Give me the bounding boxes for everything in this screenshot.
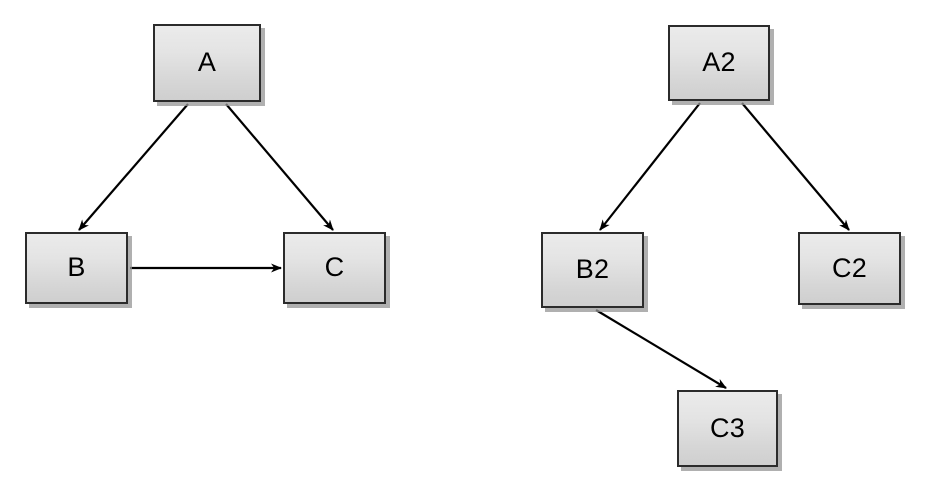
node-label-b: B	[67, 252, 86, 282]
node-label-b2: B2	[575, 254, 610, 284]
node-c3[interactable]: C3	[677, 390, 778, 467]
node-label-c3: C3	[710, 412, 745, 443]
node-c[interactable]: C	[283, 232, 386, 304]
node-c2[interactable]: C2	[798, 232, 901, 305]
node-label-a: A	[197, 47, 217, 77]
node-b2[interactable]: B2	[541, 232, 644, 308]
edge-a2-to-b2	[599, 102, 701, 231]
node-a2[interactable]: A2	[668, 25, 770, 101]
node-label-c: C	[324, 252, 345, 282]
edge-a2-to-c2	[741, 102, 850, 231]
node-a[interactable]: A	[153, 24, 261, 102]
edge-a-to-b	[78, 103, 189, 231]
node-label-a2: A2	[702, 47, 736, 77]
node-b[interactable]: B	[25, 232, 128, 304]
node-label-c2: C2	[832, 252, 867, 283]
edge-a-to-c	[225, 103, 334, 231]
edges-group	[78, 102, 850, 389]
edge-b2-to-c3	[595, 309, 727, 389]
